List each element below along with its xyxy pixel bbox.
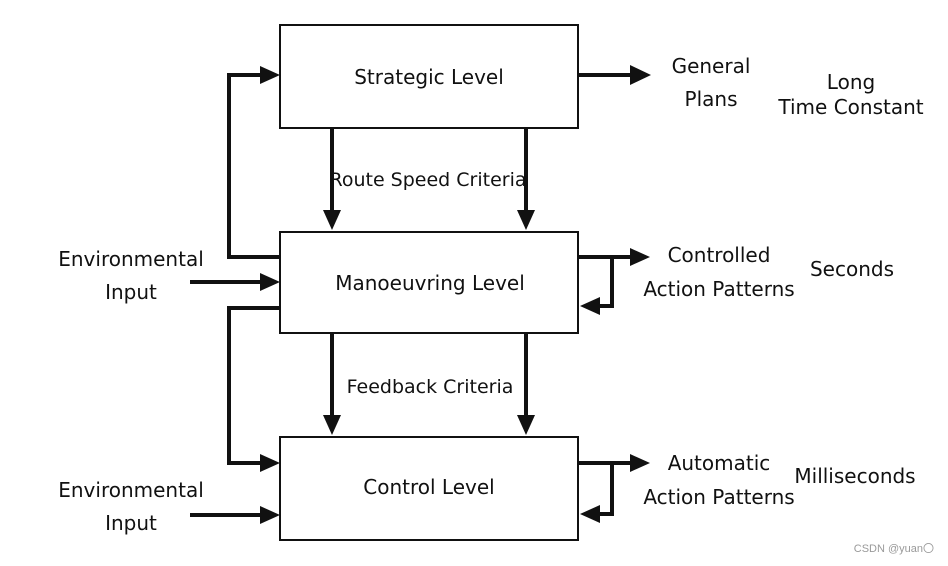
controlled-action-line1: Controlled xyxy=(668,243,771,267)
feedback-criteria-label: Feedback Criteria xyxy=(347,376,514,398)
manoeuvring-output xyxy=(578,248,650,315)
time-constant-long-line1: Long xyxy=(827,70,875,94)
route-arrow-right-head xyxy=(517,210,535,230)
env-input-1-arrowhead xyxy=(260,273,280,291)
automatic-action-line1: Automatic xyxy=(668,451,771,475)
controlled-action-line2: Action Patterns xyxy=(643,277,794,301)
general-plans-line2: Plans xyxy=(685,87,738,111)
env-input-2-line2: Input xyxy=(105,511,157,535)
controlled-action-arrowhead xyxy=(630,248,650,266)
env-input-2-arrowhead xyxy=(260,506,280,524)
strategic-level-node: Strategic Level xyxy=(280,25,578,128)
general-plans-line1: General xyxy=(672,54,751,78)
manoeuvring-self-loop-arrowhead xyxy=(580,297,600,315)
upper-loop-line xyxy=(229,75,280,257)
time-constant-long-line2: Time Constant xyxy=(777,95,923,119)
feedback-arrow-right-head xyxy=(517,415,535,435)
env-input-2-line1: Environmental xyxy=(58,478,204,502)
control-level-label: Control Level xyxy=(363,475,494,499)
manoeuvring-self-loop-line xyxy=(598,257,612,306)
upper-loop-arrowhead xyxy=(260,66,280,84)
control-self-loop-line xyxy=(598,463,612,514)
env-input-1-line2: Input xyxy=(105,280,157,304)
control-self-loop-arrowhead xyxy=(580,505,600,523)
manoeuvring-to-strategic-loop xyxy=(229,66,280,257)
lower-loop-arrowhead xyxy=(260,454,280,472)
route-speed-criteria-label: Route Speed Criteria xyxy=(329,169,526,191)
watermark: CSDN @yuan〇 xyxy=(854,540,934,556)
env-input-1-line1: Environmental xyxy=(58,247,204,271)
general-plans-arrowhead xyxy=(630,65,651,85)
manoeuvring-level-node: Manoeuvring Level xyxy=(280,232,578,333)
automatic-action-arrowhead xyxy=(630,454,650,472)
strategic-output xyxy=(578,65,651,85)
control-level-node: Control Level xyxy=(280,437,578,540)
time-constant-seconds: Seconds xyxy=(810,257,894,281)
route-arrow-left-head xyxy=(323,210,341,230)
feedback-arrow-left-head xyxy=(323,415,341,435)
time-constant-milliseconds: Milliseconds xyxy=(794,464,915,488)
automatic-action-line2: Action Patterns xyxy=(643,485,794,509)
control-output xyxy=(578,454,650,523)
manoeuvring-to-control-loop xyxy=(229,308,280,472)
lower-loop-line xyxy=(229,308,280,463)
manoeuvring-level-label: Manoeuvring Level xyxy=(335,271,525,295)
environmental-input-2: Environmental Input xyxy=(58,478,280,535)
strategic-level-label: Strategic Level xyxy=(354,65,504,89)
